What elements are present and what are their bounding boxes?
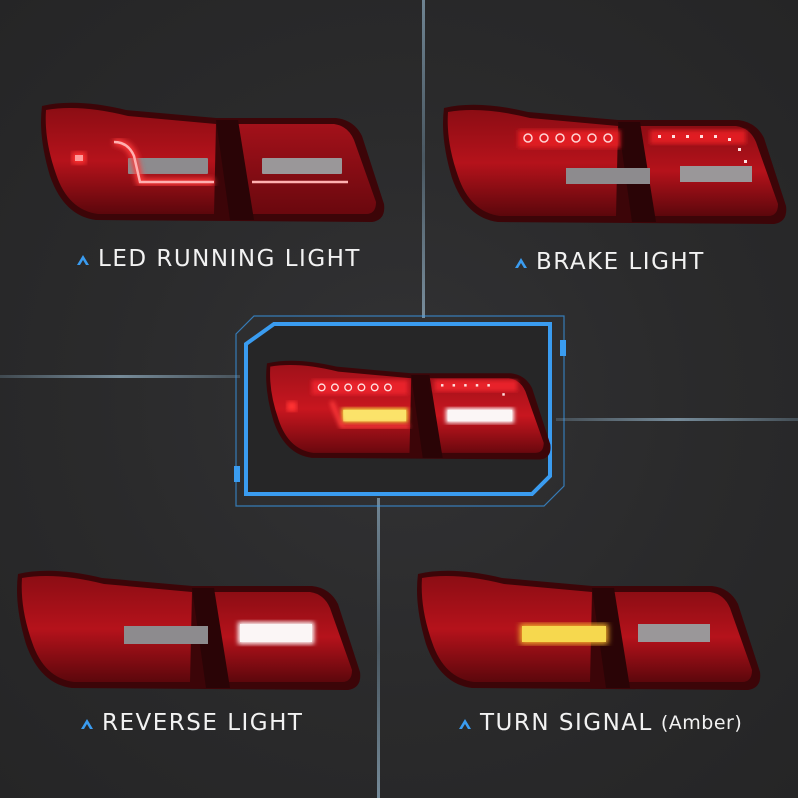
tail-lamp-image [443,104,787,224]
panel-brake-light: BRAKE LIGHT [424,0,798,300]
divider-top-vertical [422,0,425,318]
divider-left-horizontal [0,375,240,378]
chevron-up-icon [81,719,93,729]
tail-lamp-image [417,570,761,690]
caption-brake-light: BRAKE LIGHT [514,249,705,275]
caption-text: TURN SIGNAL [480,710,653,736]
chevron-up-icon [515,258,527,268]
chevron-up-icon [77,255,89,265]
tail-lamp-image [266,360,551,460]
divider-right-horizontal [556,418,798,421]
caption-text: LED RUNNING LIGHT [98,246,361,272]
divider-bottom-vertical [377,498,380,798]
panel-led-running-light: LED RUNNING LIGHT [0,0,420,300]
caption-text: BRAKE LIGHT [536,249,705,275]
chevron-up-icon [459,719,471,729]
panel-reverse-light: REVERSE LIGHT [0,520,376,798]
panel-combined-highlight [232,312,568,508]
caption-turn-signal: TURN SIGNAL (Amber) [458,710,742,736]
caption-suffix: (Amber) [660,712,743,734]
tail-lamp-image [41,102,385,222]
caption-led-running-light: LED RUNNING LIGHT [76,246,361,272]
caption-reverse-light: REVERSE LIGHT [80,710,303,736]
caption-text: REVERSE LIGHT [102,710,304,736]
tail-lamp-image [17,570,361,690]
panel-turn-signal: TURN SIGNAL (Amber) [380,520,798,798]
